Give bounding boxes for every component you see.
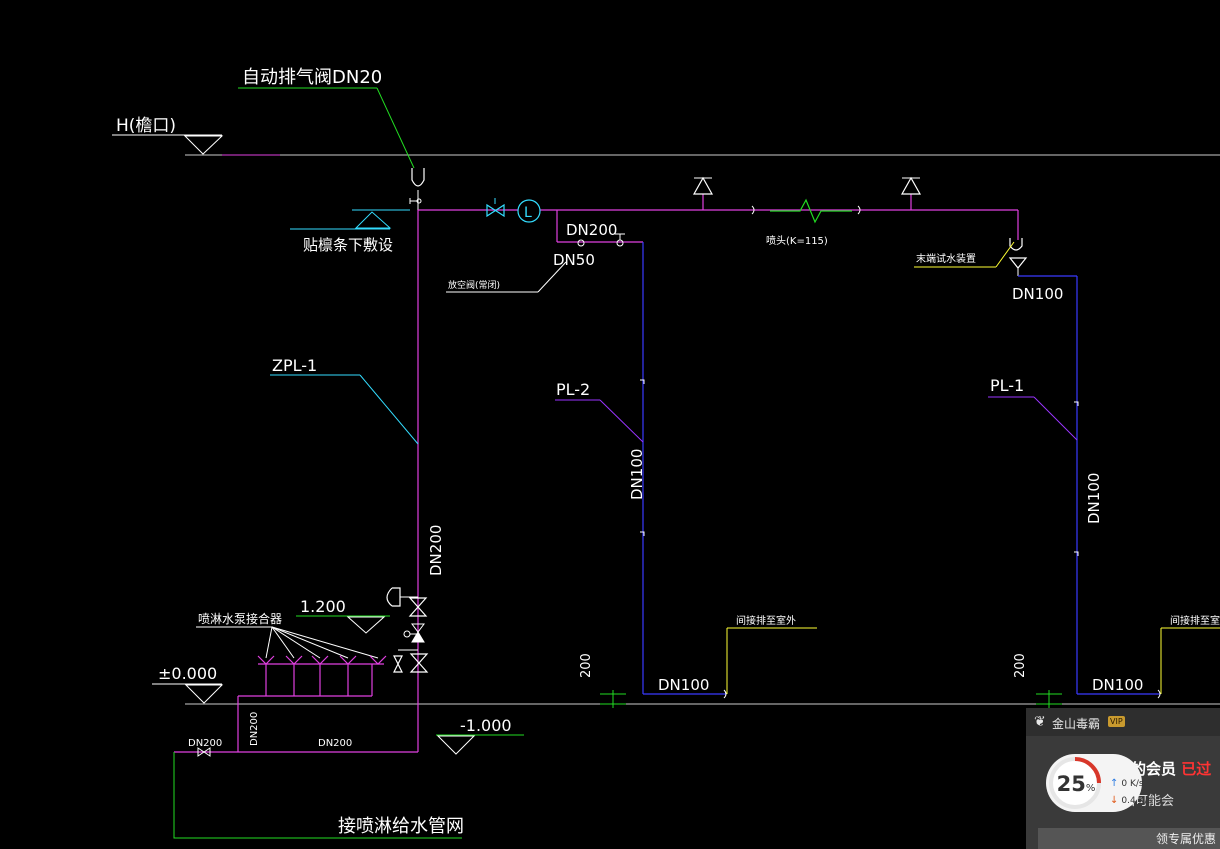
gate-valve-icon — [486, 198, 505, 218]
svg-text:-1.000: -1.000 — [460, 716, 512, 735]
indirect-drain-a: 间接排至室外 — [726, 614, 817, 694]
claim-offer-button[interactable]: 领专属优惠 — [1038, 828, 1220, 849]
popup-title: 金山毒霸 — [1052, 717, 1101, 731]
dn200-top-label: DN200 — [566, 221, 617, 239]
svg-text:1.200: 1.200 — [300, 597, 346, 616]
end-test-label: 末端试水装置 — [916, 252, 976, 265]
under-purlin-label: 贴檩条下敷设 — [303, 236, 393, 254]
leaf-logo-icon: ❦ — [1034, 714, 1046, 730]
dn200-bottom: DN200 — [318, 738, 352, 749]
end-test-device-icon — [1008, 238, 1028, 276]
popup-header: ❦ 金山毒霸 VIP — [1026, 708, 1220, 736]
under-purlin-callout: 贴檩条下敷设 — [290, 209, 410, 254]
dn200-vertical: DN200 — [249, 712, 260, 746]
network-speed-widget[interactable]: 25% ↑0 K/s ↓0.4 K/s — [1046, 754, 1152, 812]
percent-value: 25% — [1056, 772, 1096, 796]
dn100-pl1-label: DN100 — [1085, 473, 1103, 524]
supply-network-line — [173, 752, 462, 839]
break-symbol — [751, 205, 861, 215]
svg-text:±0.000: ±0.000 — [158, 664, 217, 683]
arrow-down-icon: ↓ — [1110, 795, 1119, 806]
break-symbol — [770, 198, 852, 224]
svg-text:间接排至室外: 间接排至室外 — [736, 614, 796, 627]
percent-gauge-icon — [1049, 757, 1101, 809]
dn200-riser-label: DN200 — [427, 525, 445, 576]
drain-valve-icon — [577, 239, 585, 247]
vip-badge: VIP — [1108, 716, 1125, 727]
sprinkler-head-icon — [692, 176, 714, 210]
dn200-bottom-left: DN200 — [188, 738, 222, 749]
eave-label: H(檐口) — [116, 116, 176, 136]
pl2-callout: PL-2 — [555, 380, 644, 443]
check-valve-icon — [386, 587, 428, 617]
valve-icon — [615, 233, 625, 247]
svg-text:200: 200 — [1013, 653, 1028, 678]
svg-text:L: L — [524, 205, 532, 221]
drain-outlet-icon — [723, 689, 727, 699]
pump-adapter-callout: 喷淋水泵接合器 — [196, 611, 379, 659]
air-valve-icon — [409, 168, 425, 210]
dn100-pl2-label: DN100 — [628, 449, 646, 500]
sprinkler-label: 喷头(K=115) — [766, 235, 828, 247]
gate-valve-icon — [197, 747, 211, 757]
upload-speed: ↑0 K/s — [1110, 778, 1144, 789]
dimension-200-a: 200 — [579, 653, 626, 708]
download-speed: ↓0.4 K/s — [1110, 795, 1153, 806]
elevation-1200: 1.200 — [296, 597, 390, 634]
svg-text:200: 200 — [579, 653, 594, 678]
arrow-up-icon: ↑ — [1110, 778, 1119, 789]
zpl1-label: ZPL-1 — [272, 356, 317, 375]
svg-text:间接排至室外: 间接排至室外 — [1170, 614, 1220, 627]
alarm-valve-icon — [403, 623, 425, 643]
svg-text:DN100: DN100 — [1092, 676, 1143, 694]
pl1-label: PL-1 — [990, 376, 1024, 395]
indirect-drain-b: 间接排至室外 — [1160, 614, 1220, 694]
air-valve-label: 自动排气阀DN20 — [242, 67, 382, 88]
antivirus-popup[interactable]: ❦ 金山毒霸 VIP 您的会员 已过 脑可能会 领专属优惠 — [1026, 708, 1220, 849]
pl1-callout: PL-1 — [988, 376, 1078, 441]
dimension-200-b: 200 — [1013, 653, 1062, 708]
dn100-right-label: DN100 — [1012, 285, 1063, 303]
air-valve-callout: 自动排气阀DN20 — [238, 67, 415, 169]
vent-valve-callout: 放空阀(常闭) — [446, 261, 567, 293]
elevation-zero: ±0.000 — [152, 664, 224, 704]
eave-marker: H(檐口) — [112, 116, 280, 156]
pipe-break-mark — [1074, 401, 1079, 556]
sprinkler-head-icon — [900, 176, 922, 210]
vent-valve-label: 放空阀(常闭) — [448, 279, 500, 291]
gate-valve-icon — [393, 649, 429, 673]
flow-indicator-icon: L — [517, 199, 541, 223]
zpl1-callout: ZPL-1 — [270, 356, 419, 445]
elevation-minus1: -1.000 — [436, 716, 524, 755]
pump-adapter-manifold — [237, 655, 387, 752]
connect-main-label: 接喷淋给水管网 — [338, 816, 464, 837]
dn50-label: DN50 — [553, 251, 595, 269]
pump-adapter-label: 喷淋水泵接合器 — [198, 611, 282, 626]
pl2-label: PL-2 — [556, 380, 590, 399]
drain-outlet-icon — [1157, 689, 1161, 699]
pipe-break-mark — [640, 379, 645, 536]
svg-text:DN100: DN100 — [658, 676, 709, 694]
end-test-callout: 末端试水装置 — [914, 241, 1015, 268]
